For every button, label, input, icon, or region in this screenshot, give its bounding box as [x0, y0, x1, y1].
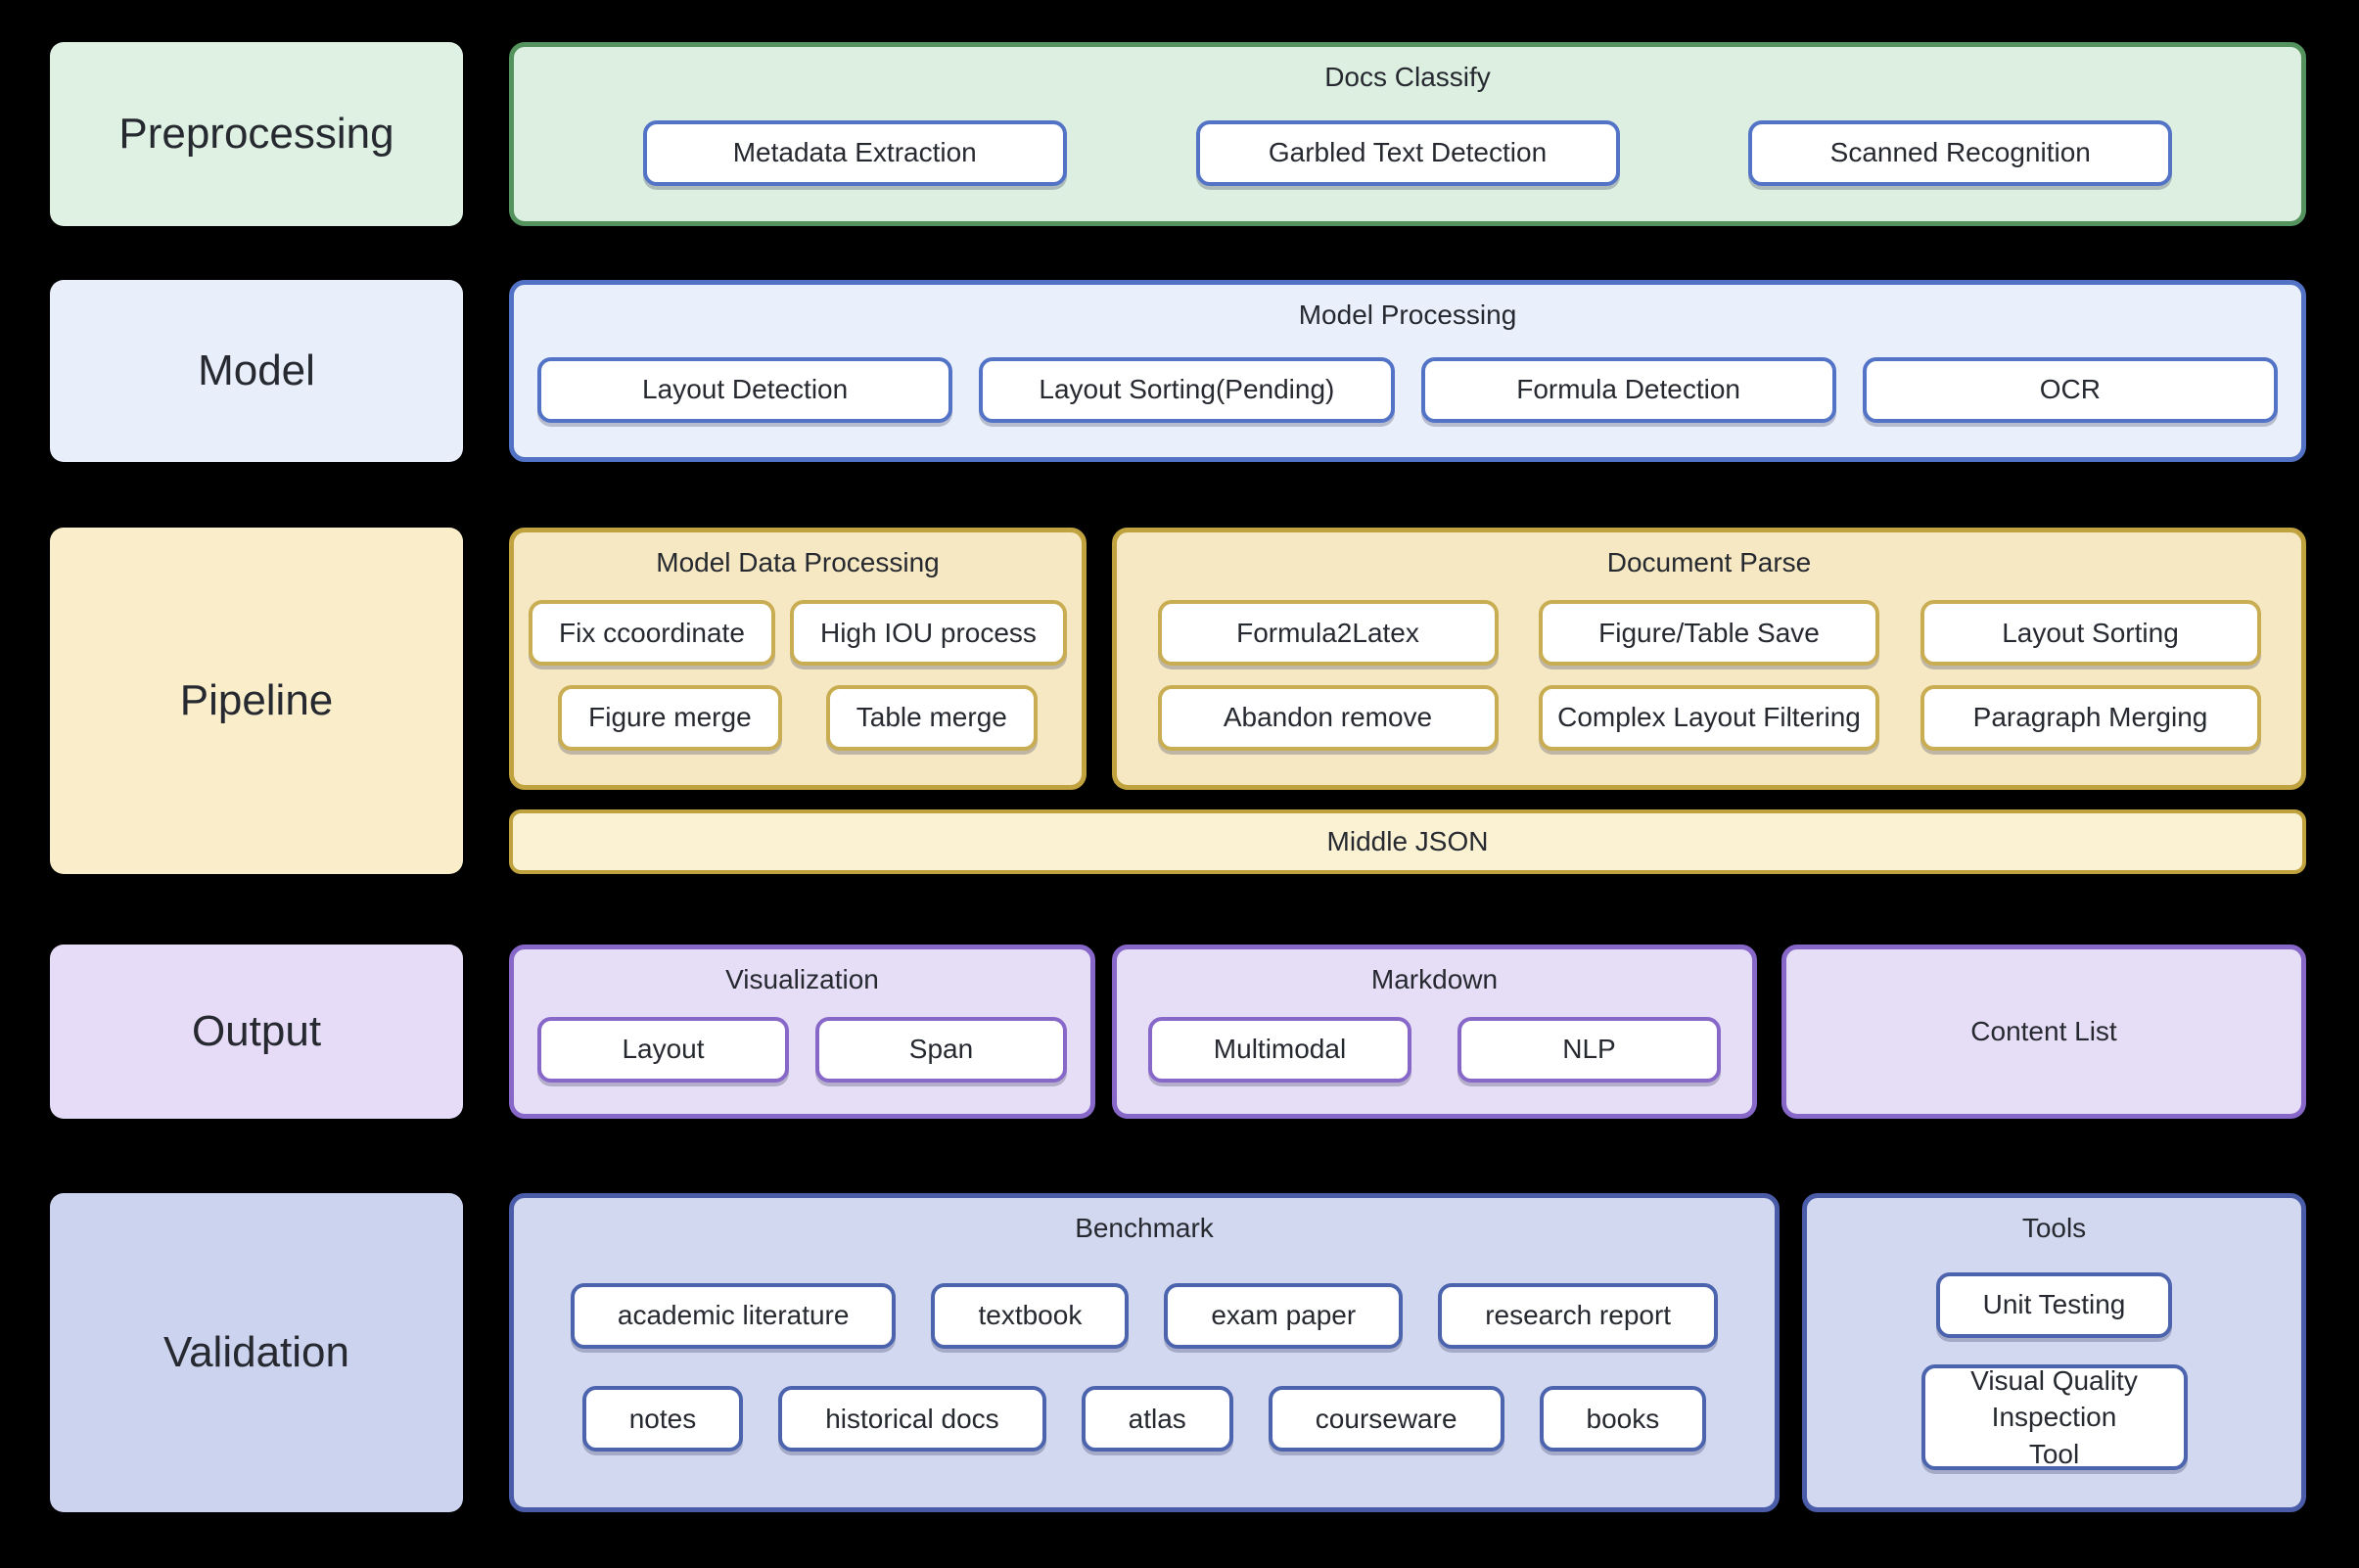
node-textbook: textbook: [931, 1282, 1130, 1349]
row-preprocessing: Preprocessing Docs Classify Metadata Ext…: [50, 42, 2306, 226]
benchmark-body: academic literature textbook exam paper …: [514, 1245, 1775, 1507]
markdown-title: Markdown: [1370, 964, 1499, 994]
node-exam-paper: exam paper: [1164, 1282, 1404, 1349]
row-validation: Validation Benchmark academic literature…: [50, 1193, 2306, 1512]
node-notes: notes: [581, 1386, 744, 1453]
node-figure-merge: Figure merge: [558, 684, 782, 751]
node-table-merge: Table merge: [825, 684, 1038, 751]
node-layout-sorting: Layout Sorting: [1920, 600, 2261, 667]
benchmark-row-2: notes historical docs atlas courseware b…: [514, 1386, 1775, 1453]
node-layout-sorting-pending: Layout Sorting(Pending): [979, 356, 1395, 423]
docs-classify-panel: Docs Classify Metadata Extraction Garble…: [509, 42, 2306, 226]
node-unit-testing: Unit Testing: [1935, 1271, 2173, 1338]
dp-row-1: Formula2Latex Figure/Table Save Layout S…: [1117, 600, 2301, 667]
docs-classify-body: Metadata Extraction Garbled Text Detecti…: [514, 94, 2301, 221]
benchmark-row-1: academic literature textbook exam paper …: [514, 1282, 1775, 1349]
node-ocr: OCR: [1862, 356, 2278, 423]
node-high-iou-process: High IOU process: [789, 600, 1067, 667]
node-span: Span: [815, 1016, 1067, 1083]
tools-body: Unit Testing Visual Quality Inspection T…: [1807, 1245, 2301, 1507]
content-list-panel: Content List: [1781, 945, 2306, 1119]
row-validation-content: Benchmark academic literature textbook e…: [509, 1193, 2306, 1512]
mdp-row-2: Figure merge Table merge: [514, 684, 1082, 751]
document-parse-panel: Document Parse Formula2Latex Figure/Tabl…: [1112, 528, 2306, 790]
node-multimodal: Multimodal: [1148, 1016, 1411, 1083]
node-layout: Layout: [537, 1016, 789, 1083]
row-pipeline-content: Model Data Processing Fix ccoordinate Hi…: [509, 528, 2306, 874]
stage-label-preprocessing: Preprocessing: [50, 42, 463, 226]
row-model-content: Model Processing Layout Detection Layout…: [509, 280, 2306, 462]
model-data-processing-title: Model Data Processing: [656, 547, 940, 577]
node-complex-layout-filtering: Complex Layout Filtering: [1539, 684, 1879, 751]
node-metadata-extraction: Metadata Extraction: [642, 119, 1067, 186]
node-garbled-text-detection: Garbled Text Detection: [1195, 119, 1620, 186]
pipeline-sub-panels: Model Data Processing Fix ccoordinate Hi…: [509, 528, 2306, 790]
markdown-body: Multimodal NLP: [1117, 996, 1752, 1114]
mdp-row-1: Fix ccoordinate High IOU process: [514, 600, 1082, 667]
row-output: Output Visualization Layout Span Markdow…: [50, 945, 2306, 1119]
row-model: Model Model Processing Layout Detection …: [50, 280, 2306, 462]
node-nlp: NLP: [1457, 1016, 1721, 1083]
markdown-panel: Markdown Multimodal NLP: [1112, 945, 1757, 1119]
model-processing-title: Model Processing: [1298, 300, 1517, 330]
benchmark-title: Benchmark: [1075, 1213, 1214, 1243]
visualization-body: Layout Span: [514, 996, 1090, 1114]
node-formula-detection: Formula Detection: [1420, 356, 1836, 423]
visualization-panel: Visualization Layout Span: [509, 945, 1095, 1119]
node-research-report: research report: [1438, 1282, 1719, 1349]
row-output-content: Visualization Layout Span Markdown Multi…: [509, 945, 2306, 1119]
benchmark-panel: Benchmark academic literature textbook e…: [509, 1193, 1780, 1512]
stage-label-model: Model: [50, 280, 463, 462]
stage-label-pipeline: Pipeline: [50, 528, 463, 874]
node-visual-quality-inspection-tool: Visual Quality Inspection Tool: [1920, 1364, 2188, 1471]
tools-panel: Tools Unit Testing Visual Quality Inspec…: [1802, 1193, 2306, 1512]
stage-label-validation: Validation: [50, 1193, 463, 1512]
docs-classify-title: Docs Classify: [1324, 62, 1491, 92]
node-historical-docs: historical docs: [778, 1386, 1046, 1453]
row-pipeline: Pipeline Model Data Processing Fix ccoor…: [50, 528, 2306, 874]
visualization-title: Visualization: [725, 964, 879, 994]
node-academic-literature: academic literature: [570, 1282, 897, 1349]
stage-label-output: Output: [50, 945, 463, 1119]
document-parse-body: Formula2Latex Figure/Table Save Layout S…: [1117, 579, 2301, 785]
model-data-processing-panel: Model Data Processing Fix ccoordinate Hi…: [509, 528, 1087, 790]
node-books: books: [1539, 1386, 1707, 1453]
document-parse-title: Document Parse: [1606, 547, 1812, 577]
node-figure-table-save: Figure/Table Save: [1539, 600, 1879, 667]
model-processing-panel: Model Processing Layout Detection Layout…: [509, 280, 2306, 462]
row-preprocessing-content: Docs Classify Metadata Extraction Garble…: [509, 42, 2306, 226]
model-processing-body: Layout Detection Layout Sorting(Pending)…: [514, 332, 2301, 457]
node-atlas: atlas: [1081, 1386, 1233, 1453]
dp-row-2: Abandon remove Complex Layout Filtering …: [1117, 684, 2301, 751]
node-fix-ccoordinate: Fix ccoordinate: [529, 600, 775, 667]
node-scanned-recognition: Scanned Recognition: [1748, 119, 2173, 186]
node-paragraph-merging: Paragraph Merging: [1920, 684, 2261, 751]
node-formula2latex: Formula2Latex: [1157, 600, 1499, 667]
node-abandon-remove: Abandon remove: [1157, 684, 1499, 751]
node-layout-detection: Layout Detection: [537, 356, 953, 423]
tools-title: Tools: [2021, 1213, 2087, 1243]
model-data-processing-body: Fix ccoordinate High IOU process Figure …: [514, 579, 1082, 785]
node-courseware: courseware: [1268, 1386, 1504, 1453]
node-middle-json: Middle JSON: [509, 809, 2306, 874]
